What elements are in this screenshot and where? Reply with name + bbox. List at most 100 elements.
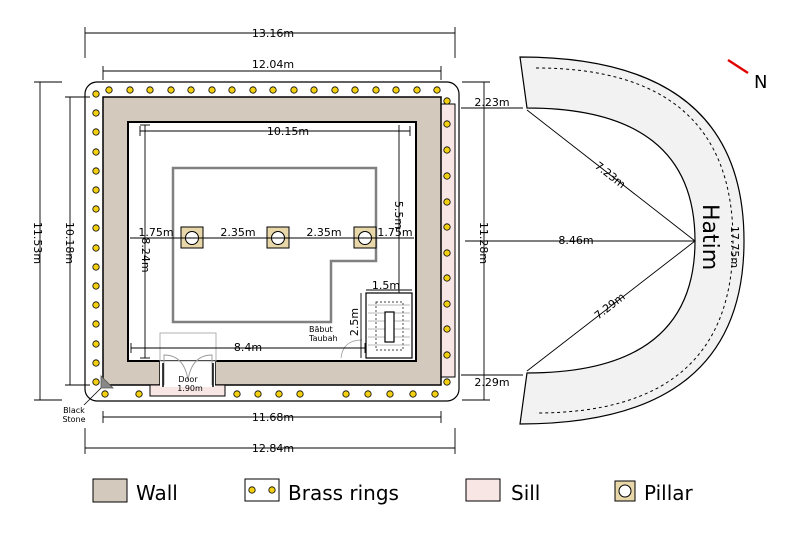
brass-ring — [409, 390, 417, 398]
brass-ring — [233, 390, 241, 398]
legend-rings-swatch — [244, 478, 280, 502]
dim-pillar-gap-right: 1.75m — [377, 226, 412, 239]
brass-ring — [254, 390, 262, 398]
brass-ring — [228, 86, 236, 94]
brass-ring — [296, 390, 304, 398]
brass-ring — [443, 223, 451, 231]
legend-wall-label: Wall — [136, 481, 178, 505]
dim-hatim-radius-bottom: 7.29m — [592, 290, 628, 322]
dim-stair-height: 2.5m — [348, 308, 361, 336]
brass-ring — [249, 86, 257, 94]
brass-ring — [92, 378, 100, 386]
hatim-label: Hatim — [697, 204, 722, 270]
dim-hatim-bottom-gap: 2.29m — [474, 376, 509, 389]
hatim-wall — [519, 56, 745, 425]
hatim-radius-lines — [465, 109, 696, 372]
brass-ring — [372, 86, 380, 94]
dim-right-height: 11.28m — [477, 222, 490, 264]
brass-ring — [135, 390, 143, 398]
brass-ring — [290, 86, 298, 94]
dim-hatim-top-gap: 2.23m — [474, 96, 509, 109]
north-label: N — [754, 72, 767, 93]
brass-ring — [443, 274, 451, 282]
dim-hatim-radius-top: 7.23m — [592, 159, 628, 191]
door-swing — [159, 332, 217, 385]
dim-outer-top: 13.16m — [252, 27, 294, 40]
brass-ring — [443, 120, 451, 128]
brass-ring — [92, 186, 100, 194]
brass-ring — [443, 172, 451, 180]
brass-ring — [443, 325, 451, 333]
brass-ring — [208, 86, 216, 94]
black-stone-icon — [100, 375, 114, 389]
black-stone-label-line2: Stone — [62, 415, 85, 424]
brass-ring — [433, 86, 441, 94]
brass-ring — [92, 205, 100, 213]
dim-bottom-inner: 11.68m — [252, 411, 294, 424]
brass-ring — [105, 86, 113, 94]
brass-ring — [342, 390, 350, 398]
dim-hatim-span: 17.75m — [728, 226, 741, 268]
brass-ring — [92, 244, 100, 252]
brass-ring — [413, 86, 421, 94]
dim-outer-left: 11.53m — [31, 222, 44, 264]
brass-ring — [443, 97, 451, 105]
brass-ring — [364, 390, 372, 398]
dim-pillar-gap-left: 1.75m — [138, 226, 173, 239]
brass-ring — [92, 263, 100, 271]
brass-ring — [92, 359, 100, 367]
dim-bottom-outer: 12.84m — [252, 442, 294, 455]
dim-floor-length: 8.4m — [234, 341, 262, 354]
brass-ring — [275, 390, 283, 398]
interior-gray-outline — [171, 166, 378, 324]
brass-ring — [392, 86, 400, 94]
brass-ring — [92, 282, 100, 290]
legend-sill-label: Sill — [511, 481, 540, 505]
dimension-lines — [34, 27, 523, 454]
brass-ring — [351, 86, 359, 94]
brass-ring — [386, 390, 394, 398]
brass-ring — [92, 128, 100, 136]
brass-ring — [92, 320, 100, 328]
legend-pillar-label: Pillar — [644, 481, 694, 505]
dim-interior-inner-height: 5.5m — [392, 201, 405, 229]
babut-taubah-stairs — [340, 292, 413, 359]
north-arrow-icon — [727, 58, 749, 75]
brass-ring — [92, 90, 100, 98]
brass-ring — [167, 86, 175, 94]
black-stone-label-line1: Black — [63, 406, 85, 415]
brass-ring — [443, 378, 451, 386]
legend-wall-swatch — [92, 478, 128, 503]
dim-pillar-gap-2: 2.35m — [306, 226, 341, 239]
brass-ring — [443, 146, 451, 154]
brass-ring — [431, 390, 439, 398]
babut-label-line2: Taubah — [308, 334, 338, 343]
door-width-label: 1.90m — [177, 384, 203, 393]
brass-ring — [146, 86, 154, 94]
brass-ring — [331, 86, 339, 94]
brass-ring — [92, 167, 100, 175]
dim-inner-left: 10.18m — [63, 222, 76, 264]
brass-ring — [92, 340, 100, 348]
dim-pillar-gap-1: 2.35m — [220, 226, 255, 239]
dim-stair-width: 1.5m — [372, 279, 400, 292]
dim-interior-depth: 8.24m — [139, 237, 152, 272]
brass-ring — [443, 249, 451, 257]
babut-label-line1: Bābut — [309, 325, 333, 334]
brass-ring — [443, 351, 451, 359]
dim-inner-top: 12.04m — [252, 58, 294, 71]
brass-ring — [126, 86, 134, 94]
brass-ring — [92, 148, 100, 156]
brass-rings — [92, 86, 451, 398]
brass-ring — [92, 301, 100, 309]
brass-ring — [269, 86, 277, 94]
sill-strip — [440, 103, 456, 378]
legend-sill-swatch — [465, 478, 501, 502]
brass-ring — [310, 86, 318, 94]
brass-ring — [92, 224, 100, 232]
brass-ring — [187, 86, 195, 94]
legend-rings-label: Brass rings — [288, 481, 399, 505]
door-label: Door — [178, 375, 198, 384]
dim-interior-width: 10.15m — [267, 125, 309, 138]
